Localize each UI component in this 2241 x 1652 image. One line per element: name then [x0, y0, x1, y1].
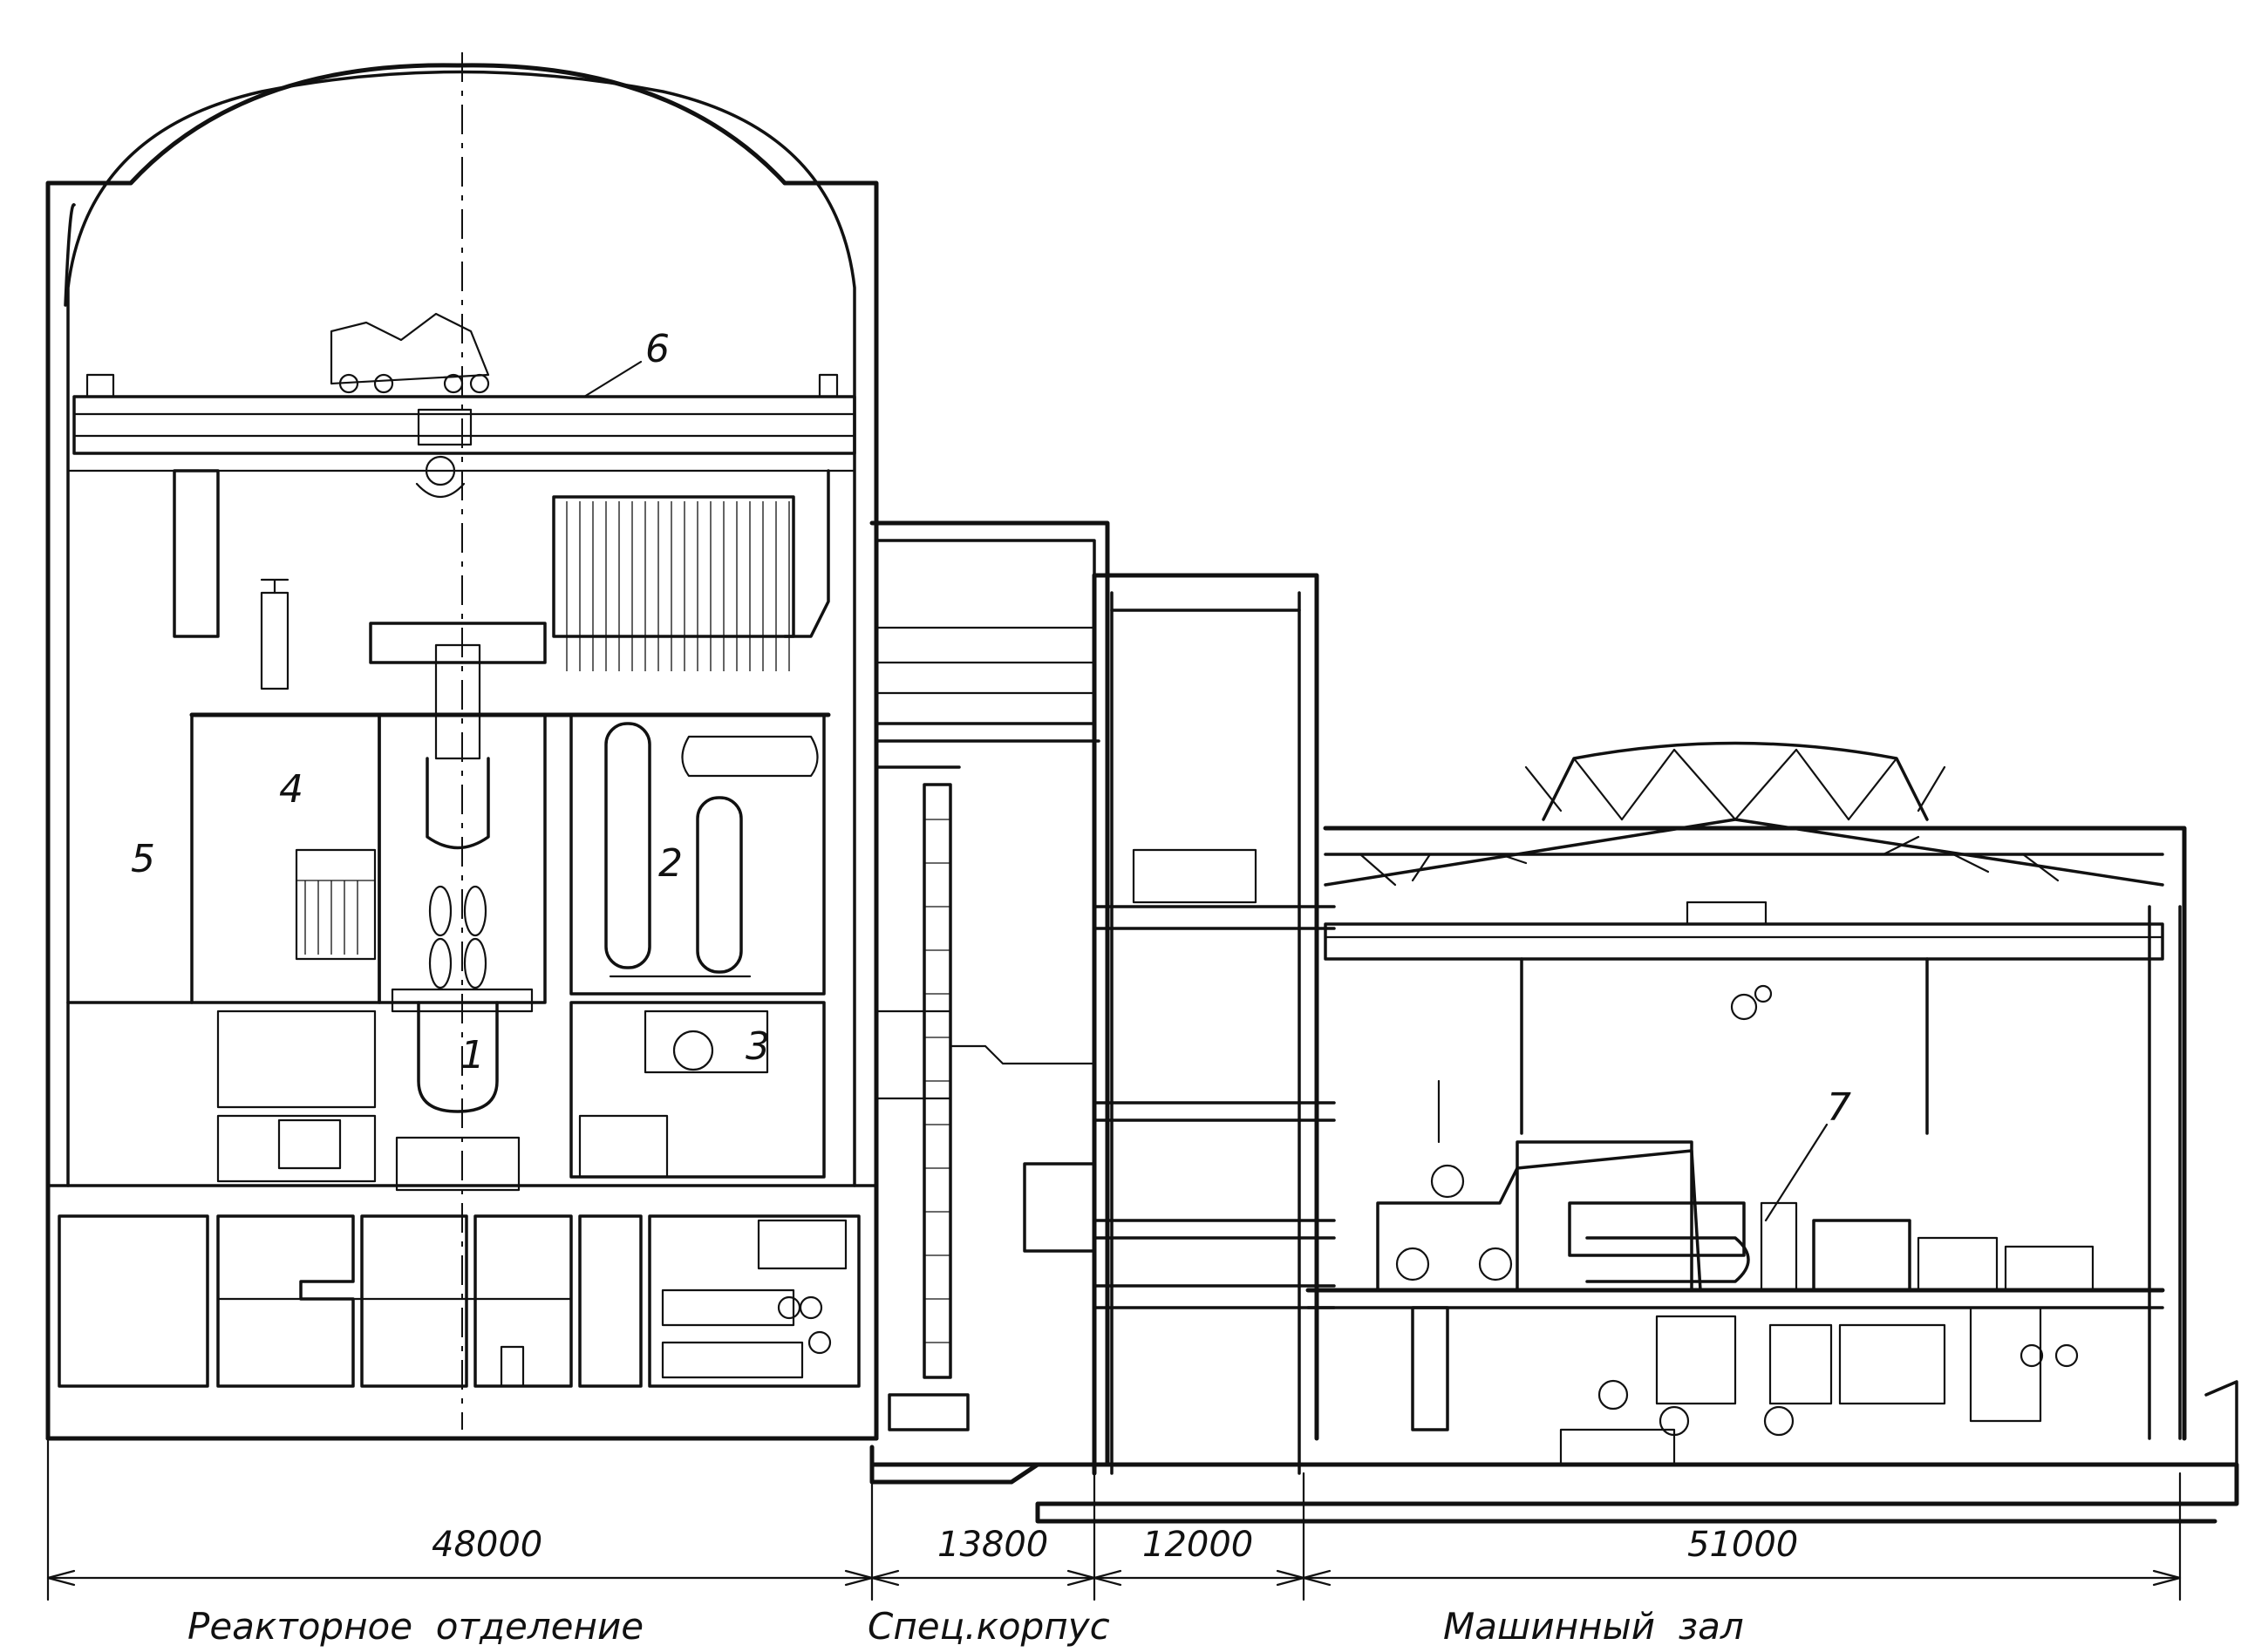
- label-steam-generator: 2: [658, 841, 683, 886]
- dimension-labels: 48000 13800 12000 51000: [432, 1525, 1798, 1565]
- tube-bank: [552, 495, 795, 671]
- label-pump: 3: [746, 1024, 770, 1069]
- deaerator-bay: [1092, 573, 1336, 1476]
- dim-deaerator-bay: 12000: [1142, 1525, 1253, 1565]
- label-crane: 6: [645, 327, 670, 371]
- dimension-chain: [46, 1437, 2182, 1601]
- reactor-basement: [58, 1214, 861, 1388]
- turbine-hall: [1305, 741, 2187, 1466]
- dim-turbine-hall: 51000: [1687, 1525, 1798, 1565]
- foundation: [869, 1445, 2239, 1524]
- label-turbogenerator: 7: [1827, 1085, 1851, 1130]
- special-building: [869, 520, 1110, 1467]
- dim-special-building: 13800: [937, 1525, 1048, 1565]
- caption-special-building: Спец.корпус: [868, 1605, 1110, 1648]
- label-room-4: 4: [279, 767, 303, 812]
- turbogenerator: [1376, 1079, 2095, 1292]
- label-reactor: 1: [460, 1033, 485, 1078]
- dim-reactor-building: 48000: [432, 1525, 542, 1565]
- caption-turbine-hall: Машинный зал: [1443, 1605, 1744, 1648]
- component-labels: 1 2 3 4 5 6 7: [131, 327, 1851, 1130]
- reactor-building: [45, 52, 879, 1441]
- caption-reactor-section: Реакторное отделение: [187, 1605, 644, 1648]
- section-captions: Реакторное отделение Спец.корпус Машинны…: [187, 1605, 1744, 1648]
- label-room-5: 5: [131, 837, 155, 881]
